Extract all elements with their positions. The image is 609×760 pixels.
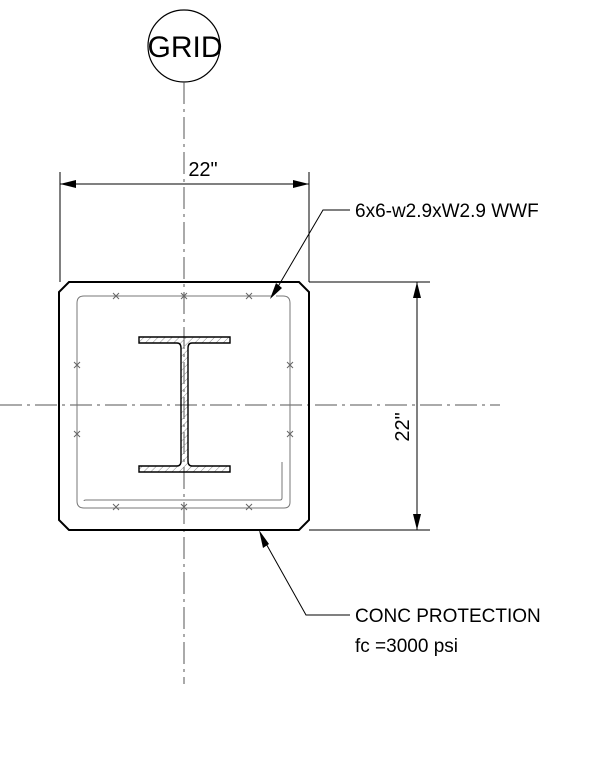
mesh-note: 6x6-w2.9xW2.9 WWF: [355, 201, 539, 222]
grid-label: GRID: [148, 31, 223, 64]
width-arrow-left: [60, 180, 76, 188]
mesh-wire-crosses: [73, 292, 294, 511]
centerlines: [0, 82, 500, 684]
height-arrow-top: [413, 282, 421, 298]
mesh-leader: [270, 209, 350, 299]
mesh-cross: [73, 361, 81, 369]
mesh-cross: [286, 430, 294, 438]
mesh-lap-splice: [83, 462, 283, 502]
protection-leader: [259, 530, 350, 616]
mesh-cross: [73, 430, 81, 438]
mesh-cross: [286, 361, 294, 369]
mesh-cross: [112, 292, 120, 300]
protection-leader-arrow: [259, 530, 269, 548]
mesh-cross: [245, 503, 253, 511]
protection-leader-line: [263, 539, 350, 616]
wire-mesh: [76, 295, 291, 509]
concrete-encasement: [58, 281, 310, 531]
wide-flange-steel-column: [138, 336, 231, 473]
mesh-cross: [245, 292, 253, 300]
width-arrow-right: [293, 180, 309, 188]
grid-bubble: GRID: [147, 9, 223, 83]
mesh-leader-line: [275, 209, 350, 291]
mesh-cross: [180, 292, 188, 300]
width-dimension-text: 22": [188, 159, 217, 181]
mesh-cross: [180, 503, 188, 511]
width-dimension: [59, 172, 310, 282]
height-arrow-bottom: [413, 514, 421, 530]
height-dimension-text: 22": [392, 412, 414, 441]
mesh-cross: [112, 503, 120, 511]
protection-note-line1: CONC PROTECTION: [355, 606, 541, 627]
height-dimension: [309, 281, 430, 531]
protection-note-line2: fc =3000 psi: [355, 636, 458, 657]
mesh-outer-loop: [76, 295, 291, 509]
mesh-leader-arrow: [270, 283, 282, 299]
